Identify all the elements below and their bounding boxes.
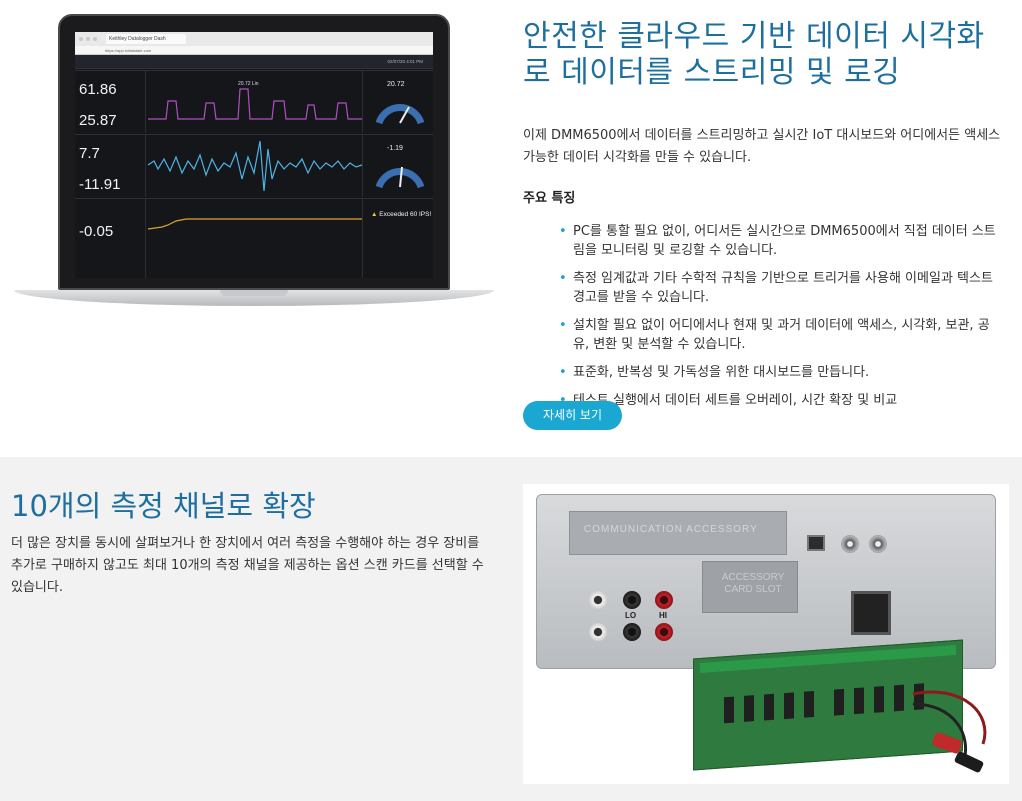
blue-noise-chart bbox=[145, 135, 363, 197]
relay-icon bbox=[784, 692, 794, 720]
relay-icon bbox=[724, 696, 734, 724]
alert-banner: ▲ Exceeded 60 IPS! bbox=[371, 211, 431, 218]
bullet-icon: • bbox=[559, 391, 567, 410]
laptop-lid: Keithley Datalogger Dash https://app.ini… bbox=[58, 14, 450, 290]
relay-icon bbox=[764, 693, 774, 721]
reading-value: -0.05 bbox=[79, 223, 114, 240]
window-dot bbox=[79, 37, 83, 41]
peak-label: 20.72 Lin bbox=[238, 81, 259, 87]
value-tile: -0.05 bbox=[79, 219, 137, 278]
list-item: • 테스트 실행에서 데이터 세트를 오버레이, 시간 확장 및 비교 bbox=[523, 391, 1003, 410]
input-jack bbox=[655, 591, 673, 609]
orange-line-chart bbox=[145, 199, 363, 278]
list-item: • 설치할 필요 없이 어디에서나 현재 및 과거 데이터에 액세스, 시각화, … bbox=[523, 316, 1003, 354]
feature-text: 표준화, 반복성 및 가독성을 위한 대시보드를 만듭니다. bbox=[573, 365, 870, 380]
list-item: • 표준화, 반복성 및 가독성을 위한 대시보드를 만듭니다. bbox=[523, 363, 1003, 382]
section-intro: 이제 DMM6500에서 데이터를 스트리밍하고 실시간 IoT 대시보드와 어… bbox=[523, 128, 1001, 165]
slot-label: ACCESSORY CARD SLOT bbox=[721, 572, 785, 595]
list-item: • PC를 통할 필요 없이, 어디서든 실시간으로 DMM6500에서 직접 데… bbox=[523, 222, 1003, 260]
feature-list: • PC를 통할 필요 없이, 어디서든 실시간으로 DMM6500에서 직접 데… bbox=[523, 222, 1003, 410]
ethernet-port-icon bbox=[807, 535, 825, 551]
gauge-value: 20.72 bbox=[387, 81, 405, 88]
value-tile: 61.86 25.87 bbox=[79, 77, 137, 137]
browser-tab: Keithley Datalogger Dash bbox=[106, 34, 186, 44]
bnc-connector-icon bbox=[869, 535, 887, 553]
dashboard-header: 02/07/20 4:01 PM bbox=[75, 55, 433, 69]
test-leads bbox=[912, 690, 987, 773]
power-socket-icon bbox=[851, 591, 891, 635]
features-heading: 주요 특징 bbox=[523, 191, 576, 206]
laptop-notch bbox=[220, 290, 288, 296]
gauge-tile: 20.72 bbox=[369, 71, 431, 131]
relay-icon bbox=[804, 690, 814, 718]
browser-url: https://app.initialstate.com bbox=[75, 46, 433, 55]
scan-card-photo: COMMUNICATION ACCESSORY ACCESSORY CARD S… bbox=[523, 484, 1009, 784]
input-jack bbox=[589, 591, 607, 609]
value-tile: 7.7 -11.91 bbox=[79, 141, 137, 201]
input-jack bbox=[623, 623, 641, 641]
dashboard-row: 7.7 -11.91 -1.19 bbox=[75, 134, 433, 197]
relay-icon bbox=[854, 687, 864, 715]
purple-line-chart: 20.72 Lin bbox=[145, 71, 363, 133]
browser-tabbar: Keithley Datalogger Dash bbox=[75, 32, 433, 46]
warning-icon: ▲ bbox=[371, 211, 378, 218]
bullet-icon: • bbox=[559, 318, 567, 333]
window-dot bbox=[93, 37, 97, 41]
input-jack bbox=[589, 623, 607, 641]
alert-text: Exceeded 60 IPS! bbox=[379, 211, 432, 218]
bnc-connector-icon bbox=[841, 535, 859, 553]
bullet-icon: • bbox=[559, 271, 567, 286]
dashboard-row: -0.05 ▲ Exceeded 60 IPS! bbox=[75, 198, 433, 278]
feature-text: 측정 임계값과 기타 수학적 규칙을 기반으로 트리거를 사용해 이메일과 텍스… bbox=[573, 271, 993, 305]
dashboard-timestamp: 02/07/20 4:01 PM bbox=[387, 59, 423, 64]
laptop-dashboard-image: Keithley Datalogger Dash https://app.ini… bbox=[14, 14, 494, 310]
scan-card-section: 10개의 측정 채널로 확장 더 많은 장치를 동시에 살펴보거나 한 장치에서… bbox=[0, 457, 1022, 801]
input-jack bbox=[623, 591, 641, 609]
bullet-icon: • bbox=[559, 365, 567, 380]
communication-accessory-plate: COMMUNICATION ACCESSORY bbox=[569, 511, 787, 555]
hi-label: HI bbox=[659, 611, 667, 620]
streaming-section: Keithley Datalogger Dash https://app.ini… bbox=[14, 14, 1003, 430]
streaming-text-block: 안전한 클라우드 기반 데이터 시각화로 데이터를 스트리밍 및 로깅 이제 D… bbox=[523, 19, 1003, 419]
reading-value: 7.7 bbox=[79, 145, 100, 162]
dashboard-screen: Keithley Datalogger Dash https://app.ini… bbox=[75, 32, 433, 278]
dashboard-row: 61.86 25.87 20.72 Lin 20.72 bbox=[75, 70, 433, 133]
dmm-rear-panel: COMMUNICATION ACCESSORY ACCESSORY CARD S… bbox=[536, 494, 996, 669]
input-jack bbox=[655, 623, 673, 641]
gauge-value: -1.19 bbox=[387, 145, 403, 152]
plate-label: COMMUNICATION ACCESSORY bbox=[584, 524, 758, 535]
learn-more-button[interactable]: 자세히 보기 bbox=[523, 401, 622, 430]
feature-text: 테스트 실행에서 데이터 세트를 오버레이, 시간 확장 및 비교 bbox=[573, 393, 898, 408]
window-dot bbox=[86, 37, 90, 41]
bullet-icon: • bbox=[559, 224, 567, 239]
relay-icon bbox=[874, 686, 884, 713]
reading-value: 25.87 bbox=[79, 112, 117, 129]
feature-text: 설치할 필요 없이 어디에서나 현재 및 과거 데이터에 액세스, 시각화, 보… bbox=[573, 318, 990, 352]
reading-value: -11.91 bbox=[79, 176, 121, 193]
reading-value: 61.86 bbox=[79, 81, 117, 98]
lo-label: LO bbox=[625, 611, 637, 620]
laptop-base bbox=[14, 290, 494, 306]
section-title: 안전한 클라우드 기반 데이터 시각화로 데이터를 스트리밍 및 로깅 bbox=[523, 19, 985, 90]
section-paragraph: 더 많은 장치를 동시에 살펴보거나 한 장치에서 여러 측정을 수행해야 하는… bbox=[11, 536, 484, 595]
relay-icon bbox=[744, 695, 754, 722]
list-item: • 측정 임계값과 기타 수학적 규칙을 기반으로 트리거를 사용해 이메일과 텍… bbox=[523, 269, 1003, 307]
feature-text: PC를 통할 필요 없이, 어디서든 실시간으로 DMM6500에서 직접 데이… bbox=[573, 224, 996, 258]
accessory-card-slot: ACCESSORY CARD SLOT bbox=[702, 561, 798, 613]
section-title: 10개의 측정 채널로 확장 bbox=[11, 489, 316, 523]
relay-icon bbox=[834, 688, 844, 716]
gauge-tile: -1.19 bbox=[369, 135, 431, 195]
